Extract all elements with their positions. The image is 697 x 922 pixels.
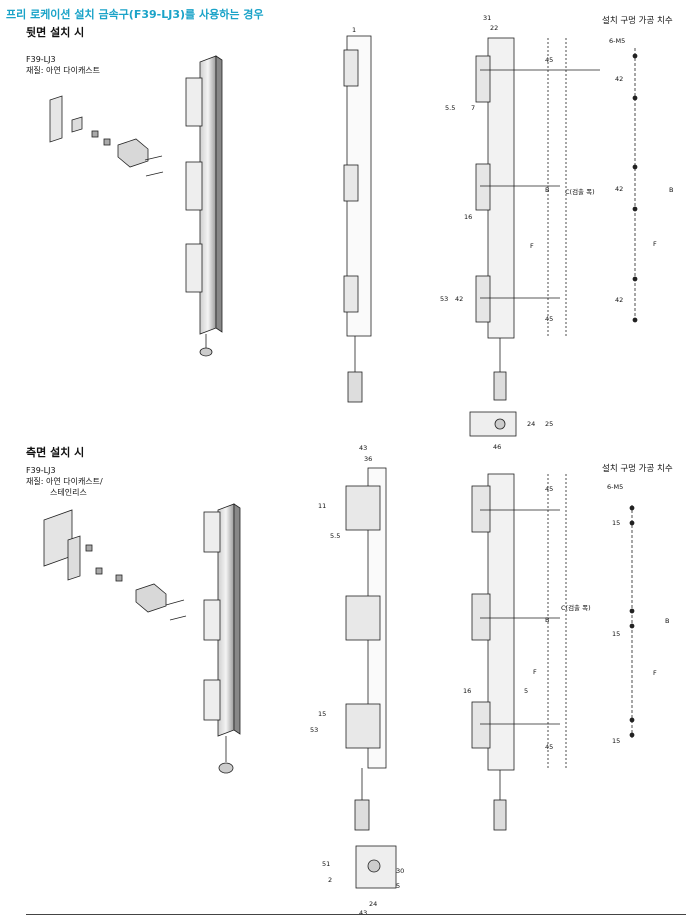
hole-B-side: B (665, 617, 670, 625)
dim-45-top: 45 (545, 56, 554, 64)
dim-25: 25 (545, 420, 554, 428)
dim-43-bottom: 43 (359, 909, 368, 917)
dim-m5-side: 6-M5 (607, 483, 624, 491)
hole-15-c: 15 (612, 737, 621, 745)
hole-F-side: F (653, 669, 657, 677)
dim-30: 30 (396, 867, 405, 875)
rear-iso-bar (185, 55, 223, 357)
dim-22: 22 (490, 24, 499, 32)
dim-24-rear: 24 (527, 420, 536, 428)
dim-15-side: 15 (318, 710, 327, 718)
dim-5-bottom: 5 (396, 882, 401, 890)
dim-43-side: 43 (359, 444, 368, 452)
side-model-label: F39-LJ3 (26, 466, 56, 475)
hole-42-a: 42 (615, 75, 624, 83)
dim-C-rear: C(검출 폭) (565, 188, 595, 196)
dim-1: 1 (352, 26, 357, 34)
rear-bottom-view (469, 411, 517, 437)
dim-B-side: B (545, 616, 550, 624)
dim-46: 46 (493, 443, 502, 451)
side-hole-pattern (629, 505, 635, 740)
rear-model-label: F39-LJ3 (26, 55, 56, 64)
dim-42-rear: 42 (455, 295, 464, 303)
dim-53-rear: 53 (440, 295, 449, 303)
rear-side-view (343, 35, 372, 403)
rear-exploded-parts (49, 95, 164, 177)
side-bottom-view (355, 845, 397, 889)
side-holes-title: 설치 구멍 가공 치수 (602, 464, 673, 474)
rear-front-view (475, 37, 600, 401)
hole-42-b: 42 (615, 185, 624, 193)
dim-51: 51 (322, 860, 331, 868)
hole-F-rear: F (653, 240, 657, 248)
hole-15-a: 15 (612, 519, 621, 527)
side-exploded-parts (43, 509, 187, 621)
dim-53-side: 53 (310, 726, 319, 734)
page-title: 프리 로케이션 설치 금속구(F39-LJ3)를 사용하는 경우 (6, 8, 264, 21)
dim-16-rear: 16 (464, 213, 473, 221)
dim-F-rear: F (530, 242, 534, 250)
dim-5-side: 5 (524, 687, 529, 695)
dim-45-side-bottom: 45 (545, 743, 554, 751)
rear-holes-title: 설치 구멍 가공 치수 (602, 16, 673, 26)
footer-rule (26, 914, 686, 915)
dim-45-bottom: 45 (545, 315, 554, 323)
hole-B-rear: B (669, 186, 674, 194)
dim-F-side: F (533, 668, 537, 676)
dim-11: 11 (318, 502, 327, 510)
dim-5-5-side: 5.5 (330, 532, 341, 540)
side-side-view (345, 467, 387, 831)
dim-m5-rear: 6-M5 (609, 37, 626, 45)
dim-C-side: C(검출 폭) (561, 604, 591, 612)
side-iso-bar (203, 503, 241, 774)
rear-hole-pattern (632, 48, 638, 323)
rear-material-label: 재질: 아연 다이캐스트 (26, 66, 101, 75)
hole-15-b: 15 (612, 630, 621, 638)
dim-16-side: 16 (463, 687, 472, 695)
side-material-label-2: 스테인리스 (50, 488, 87, 497)
dim-5-5: 5.5 (445, 104, 456, 112)
dim-2: 2 (328, 876, 333, 884)
dim-7: 7 (471, 104, 476, 112)
dim-31: 31 (483, 14, 492, 22)
rear-mount-heading: 뒷면 설치 시 (26, 26, 85, 39)
side-mount-heading: 측면 설치 시 (26, 446, 85, 459)
dim-36: 36 (364, 455, 373, 463)
dim-24-bottom: 24 (369, 900, 378, 908)
side-material-label-1: 재질: 아연 다이캐스트/ (26, 477, 103, 486)
hole-42-c: 42 (615, 296, 624, 304)
dim-B-rear: B (545, 186, 550, 194)
side-front-view (471, 473, 567, 831)
dim-45-side-top: 45 (545, 485, 554, 493)
